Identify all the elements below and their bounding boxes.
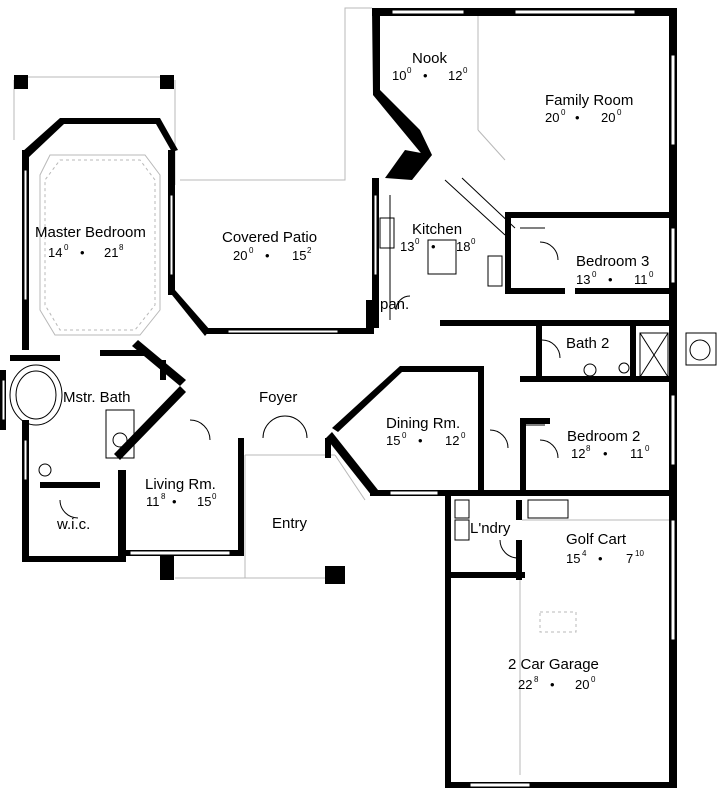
room-width-inches: 0 (64, 243, 69, 252)
room-labels: Nook 10 0 • 12 0 Family Room 20 0 • 20 0… (35, 50, 654, 692)
room-depth-inches: 0 (617, 108, 622, 117)
room-width-inches: 0 (249, 246, 254, 255)
room-depth: 11 (634, 272, 648, 287)
room-depth-inches: 0 (591, 675, 596, 684)
room-living-room: Living Rm. 11 8 • 15 0 (145, 476, 217, 509)
dim-separator: • (80, 245, 85, 260)
room-entry: Entry (272, 515, 308, 532)
room-depth: 20 (601, 110, 615, 125)
room-width: 22 (518, 677, 532, 692)
doors (59, 241, 561, 559)
room-width-inches: 0 (592, 270, 597, 279)
room-depth-inches: 0 (471, 237, 476, 246)
room-width: 13 (400, 239, 414, 254)
room-width: 14 (48, 245, 62, 260)
room-kitchen: Kitchen 13 0 • 18 0 (400, 221, 476, 254)
room-name: Family Room (545, 92, 633, 109)
room-depth: 21 (104, 245, 118, 260)
room-width-inches: 0 (415, 237, 420, 246)
dim-separator: • (265, 248, 270, 263)
room-depth: 11 (630, 446, 644, 461)
room-laundry: L'ndry (470, 520, 511, 537)
room-depth-inches: 0 (461, 431, 466, 440)
room-foyer: Foyer (259, 389, 297, 406)
room-width-inches: 0 (561, 108, 566, 117)
room-width-inches: 0 (402, 431, 407, 440)
room-bedroom-3: Bedroom 3 13 0 • 11 0 (576, 253, 654, 287)
dim-separator: • (603, 446, 608, 461)
room-width: 20 (545, 110, 559, 125)
room-name: Bedroom 3 (576, 253, 649, 270)
room-name: Dining Rm. (386, 415, 460, 432)
room-name: 2 Car Garage (508, 656, 599, 673)
room-nook: Nook 10 0 • 12 0 (392, 50, 468, 83)
room-depth: 12 (445, 433, 459, 448)
room-depth-inches: 0 (645, 444, 650, 453)
room-pantry: pan. (380, 296, 409, 313)
room-master-bath: Mstr. Bath (63, 389, 131, 406)
room-name: Golf Cart (566, 531, 627, 548)
dim-separator: • (608, 272, 613, 287)
dim-separator: • (172, 494, 177, 509)
room-depth: 12 (448, 68, 462, 83)
room-master-bedroom: Master Bedroom 14 0 • 21 8 (35, 224, 146, 260)
dim-separator: • (598, 551, 603, 566)
room-covered-patio: Covered Patio 20 0 • 15 2 (222, 229, 317, 263)
room-depth: 15 (197, 494, 211, 509)
room-depth-inches: 2 (307, 246, 312, 255)
room-depth: 18 (456, 239, 470, 254)
room-name: Nook (412, 50, 448, 67)
windows (1, 9, 676, 788)
room-width-inches: 0 (407, 66, 412, 75)
dim-separator: • (431, 239, 436, 254)
room-depth-inches: 0 (212, 492, 217, 501)
room-width: 15 (386, 433, 400, 448)
room-depth: 7 (626, 551, 633, 566)
room-wic: w.i.c. (56, 516, 90, 533)
room-width-inches: 8 (161, 492, 166, 501)
room-bath-2: Bath 2 (566, 335, 609, 352)
room-depth-inches: 0 (649, 270, 654, 279)
room-bedroom-2: Bedroom 2 12 8 • 11 0 (567, 428, 650, 461)
room-width: 11 (146, 494, 160, 509)
room-width-inches: 4 (582, 549, 587, 558)
room-width: 12 (571, 446, 585, 461)
room-depth: 20 (575, 677, 589, 692)
room-name: Kitchen (412, 221, 462, 238)
room-name: Living Rm. (145, 476, 216, 493)
dim-separator: • (418, 433, 423, 448)
room-depth-inches: 8 (119, 243, 124, 252)
room-width: 13 (576, 272, 590, 287)
dim-separator: • (575, 110, 580, 125)
room-name: Covered Patio (222, 229, 317, 246)
room-depth-inches: 10 (635, 549, 644, 558)
room-garage: 2 Car Garage 22 8 • 20 0 (508, 656, 599, 692)
room-name: Master Bedroom (35, 224, 146, 241)
room-family-room: Family Room 20 0 • 20 0 (545, 92, 633, 125)
dim-separator: • (550, 677, 555, 692)
room-name: Bedroom 2 (567, 428, 640, 445)
room-width-inches: 8 (586, 444, 591, 453)
room-width-inches: 8 (534, 675, 539, 684)
room-dining-room: Dining Rm. 15 0 • 12 0 (386, 415, 466, 448)
room-depth-inches: 0 (463, 66, 468, 75)
room-width: 20 (233, 248, 247, 263)
dim-separator: • (423, 68, 428, 83)
room-width: 15 (566, 551, 580, 566)
room-depth: 15 (292, 248, 306, 263)
room-golf-cart: Golf Cart 15 4 • 7 10 (566, 531, 644, 566)
room-width: 10 (392, 68, 406, 83)
